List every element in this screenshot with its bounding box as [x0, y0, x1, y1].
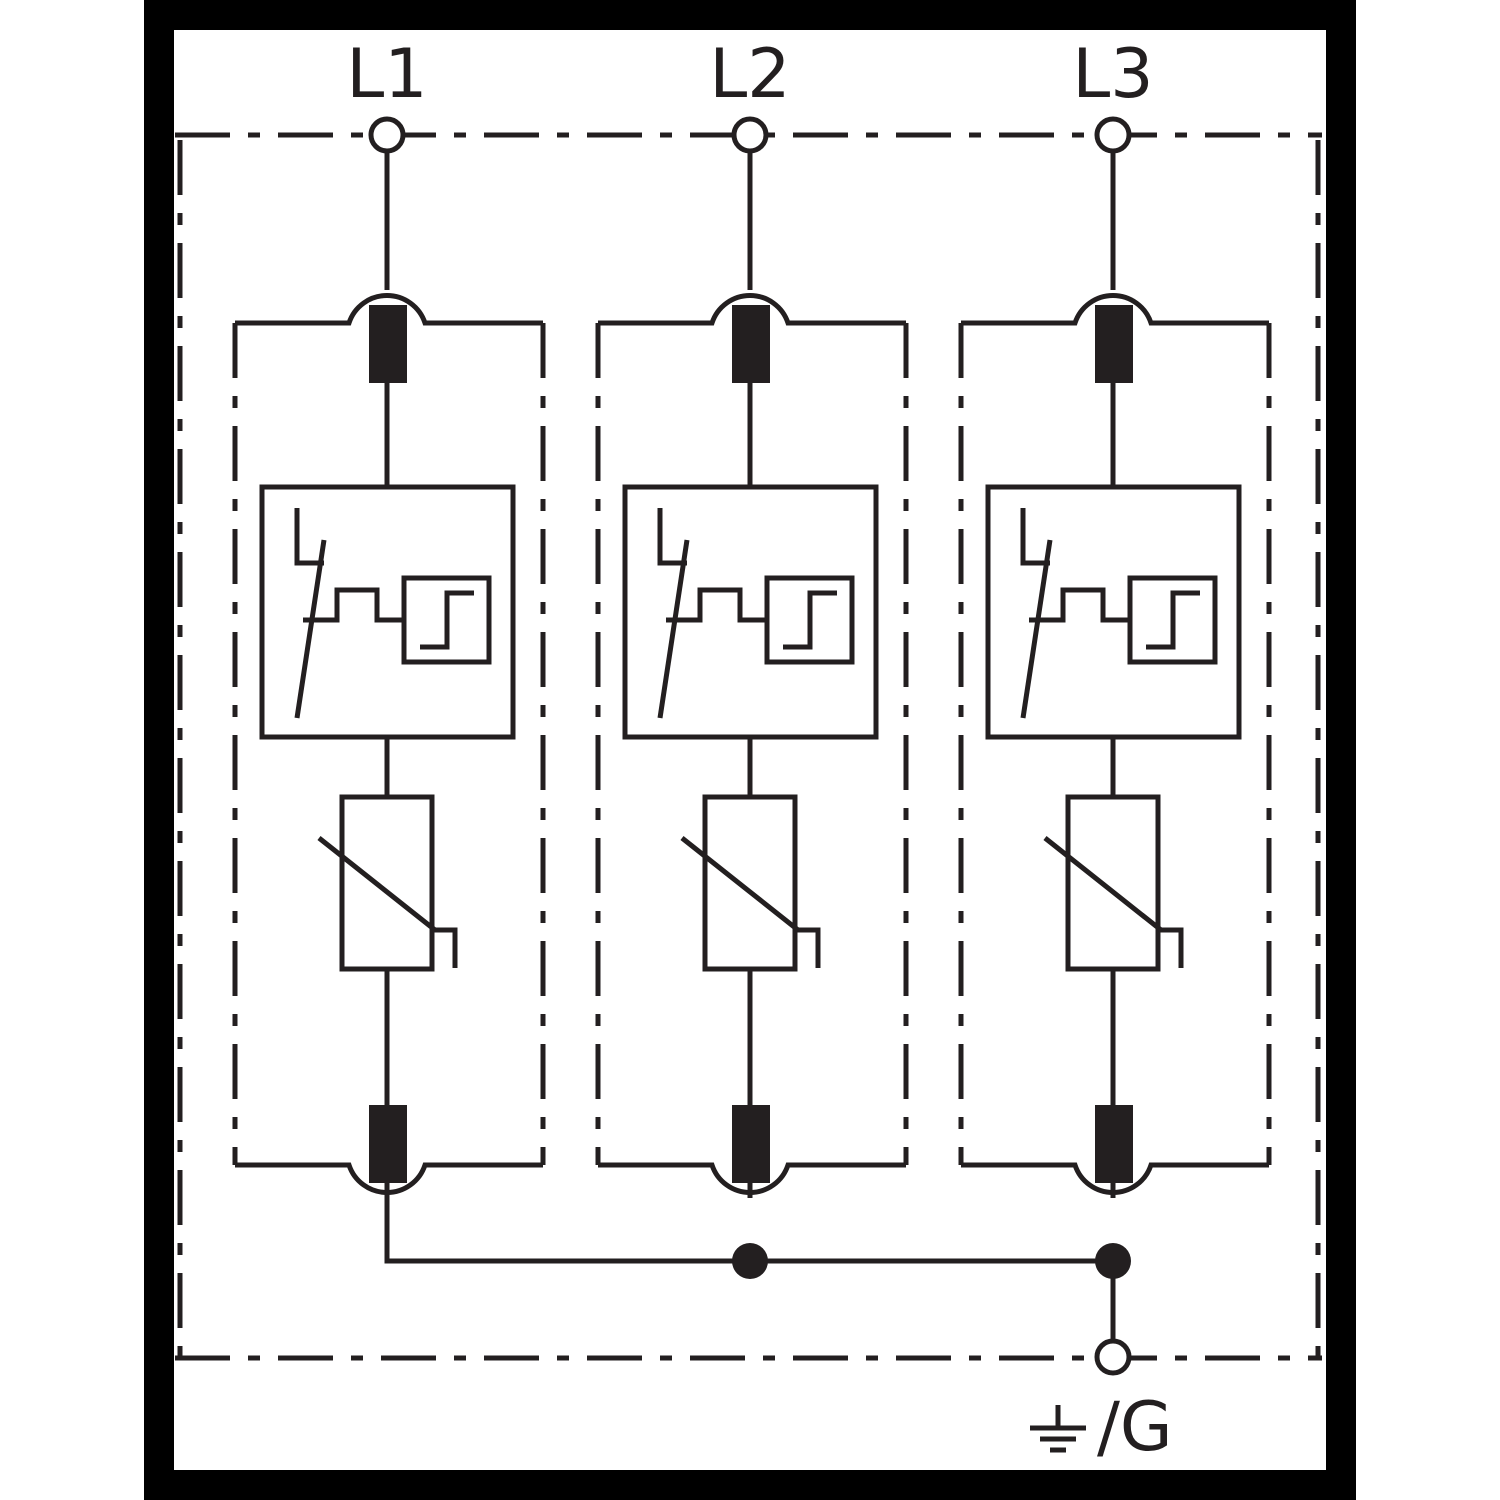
- bus-junction-l3: [1095, 1243, 1131, 1279]
- phase-channel-l1: L1: [232, 35, 546, 1198]
- ground-label: /G: [1097, 1388, 1173, 1467]
- plug-contact-top: [732, 305, 770, 383]
- terminal-l3[interactable]: [1094, 116, 1132, 154]
- terminal-l2[interactable]: [731, 116, 769, 154]
- module-top-edge: [598, 292, 906, 326]
- outer-frame: [144, 0, 1356, 1500]
- varistor-icon: [317, 794, 458, 972]
- module-top-edge: [235, 292, 543, 326]
- ground-icon: [1030, 1405, 1086, 1453]
- phase-channel-l2: L2: [595, 35, 909, 1198]
- plug-contact-bottom: [1095, 1105, 1133, 1183]
- thermal-disconnector-icon: [622, 484, 879, 740]
- thermal-disconnector-icon: [259, 484, 516, 740]
- varistor-icon: [1043, 794, 1184, 972]
- phase-label-l1: L1: [346, 35, 427, 114]
- module-top-edge: [961, 292, 1269, 326]
- plug-contact-top: [369, 305, 407, 383]
- bus-junction-l2: [732, 1243, 768, 1279]
- phase-channels: L1 L2 L3: [232, 35, 1272, 1198]
- thermal-disconnector-icon: [985, 484, 1242, 740]
- phase-channel-l3: L3: [958, 35, 1272, 1198]
- phase-label-l3: L3: [1072, 35, 1153, 114]
- phase-label-l2: L2: [709, 35, 790, 114]
- plug-contact-bottom: [732, 1105, 770, 1183]
- plug-contact-top: [1095, 305, 1133, 383]
- ground-bus: [384, 1198, 1132, 1376]
- ground-terminal[interactable]: [1094, 1338, 1132, 1376]
- plug-contact-bottom: [369, 1105, 407, 1183]
- varistor-icon: [680, 794, 821, 972]
- terminal-l1[interactable]: [368, 116, 406, 154]
